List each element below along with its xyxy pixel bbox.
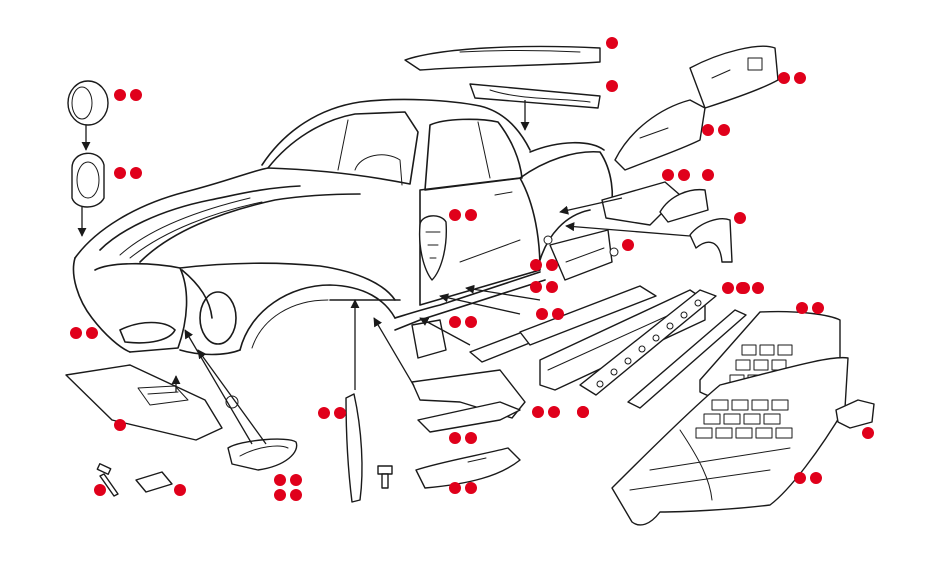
marker-dot[interactable] bbox=[334, 407, 346, 419]
marker-dot[interactable] bbox=[94, 484, 106, 496]
marker-dot[interactable] bbox=[702, 169, 714, 181]
marker-dot[interactable] bbox=[546, 281, 558, 293]
car-body-shell bbox=[72, 98, 614, 356]
bumper-trim bbox=[227, 438, 298, 471]
strut-holes bbox=[596, 299, 702, 388]
marker-dot[interactable] bbox=[734, 212, 746, 224]
marker-dot[interactable] bbox=[465, 482, 477, 494]
a-pillar-panel bbox=[345, 393, 363, 503]
marker-dot[interactable] bbox=[862, 427, 874, 439]
floor-bracket bbox=[835, 399, 875, 429]
floor-pan-lower bbox=[611, 356, 849, 526]
marker-dot[interactable] bbox=[274, 474, 286, 486]
marker-dot[interactable] bbox=[449, 482, 461, 494]
marker-dot[interactable] bbox=[114, 167, 126, 179]
marker-dot[interactable] bbox=[794, 72, 806, 84]
marker-dot[interactable] bbox=[274, 489, 286, 501]
hex-bolt bbox=[377, 465, 393, 489]
marker-dot[interactable] bbox=[736, 282, 748, 294]
marker-dot[interactable] bbox=[622, 239, 634, 251]
marker-dot[interactable] bbox=[318, 407, 330, 419]
marker-dot[interactable] bbox=[548, 406, 560, 418]
marker-dot[interactable] bbox=[290, 489, 302, 501]
marker-dot[interactable] bbox=[810, 472, 822, 484]
marker-dot[interactable] bbox=[552, 308, 564, 320]
support-bar bbox=[627, 309, 747, 409]
rear-inner-panel bbox=[689, 45, 779, 109]
marker-dot[interactable] bbox=[449, 432, 461, 444]
rear-arch-trim bbox=[689, 218, 733, 263]
small-bracket bbox=[135, 471, 173, 493]
marker-dot[interactable] bbox=[662, 169, 674, 181]
marker-dot[interactable] bbox=[130, 167, 142, 179]
rocker-panel-inner bbox=[519, 285, 657, 346]
marker-dot[interactable] bbox=[465, 432, 477, 444]
marker-dots bbox=[70, 37, 874, 501]
perforated-strut bbox=[579, 289, 717, 396]
marker-dot[interactable] bbox=[530, 259, 542, 271]
marker-dot[interactable] bbox=[606, 80, 618, 92]
floor-rail-rear bbox=[415, 447, 521, 489]
marker-dot[interactable] bbox=[778, 72, 790, 84]
marker-dot[interactable] bbox=[577, 406, 589, 418]
roof-panel bbox=[404, 45, 601, 71]
marker-dot[interactable] bbox=[796, 302, 808, 314]
marker-dot[interactable] bbox=[114, 419, 126, 431]
marker-dot[interactable] bbox=[812, 302, 824, 314]
marker-dot[interactable] bbox=[449, 209, 461, 221]
marker-dot[interactable] bbox=[678, 169, 690, 181]
marker-dot[interactable] bbox=[174, 484, 186, 496]
marker-dot[interactable] bbox=[449, 316, 461, 328]
marker-dot[interactable] bbox=[114, 89, 126, 101]
marker-dot[interactable] bbox=[465, 209, 477, 221]
floor-pan-lower-grid bbox=[695, 399, 793, 439]
marker-dot[interactable] bbox=[536, 308, 548, 320]
marker-dot[interactable] bbox=[86, 327, 98, 339]
roof-crossmember bbox=[469, 83, 601, 109]
marker-dot[interactable] bbox=[702, 124, 714, 136]
rear-lower-panel bbox=[549, 229, 613, 281]
floor-rail-front bbox=[411, 369, 526, 433]
marker-dot[interactable] bbox=[130, 89, 142, 101]
headlamp-ring bbox=[71, 152, 105, 208]
rear-wheel-arch-panel bbox=[601, 181, 709, 226]
marker-dot[interactable] bbox=[722, 282, 734, 294]
marker-dot[interactable] bbox=[794, 472, 806, 484]
headlamp-bucket bbox=[67, 80, 109, 126]
lower-front-panel bbox=[411, 319, 447, 359]
marker-dot[interactable] bbox=[532, 406, 544, 418]
bolt bbox=[96, 463, 119, 497]
marker-dot[interactable] bbox=[290, 474, 302, 486]
rear-quarter-panel bbox=[614, 99, 706, 171]
front-floor-panel bbox=[65, 364, 223, 441]
marker-dot[interactable] bbox=[718, 124, 730, 136]
marker-dot[interactable] bbox=[70, 327, 82, 339]
marker-dot[interactable] bbox=[465, 316, 477, 328]
marker-dot[interactable] bbox=[752, 282, 764, 294]
marker-dot[interactable] bbox=[546, 259, 558, 271]
marker-dot[interactable] bbox=[606, 37, 618, 49]
marker-dot[interactable] bbox=[530, 281, 542, 293]
